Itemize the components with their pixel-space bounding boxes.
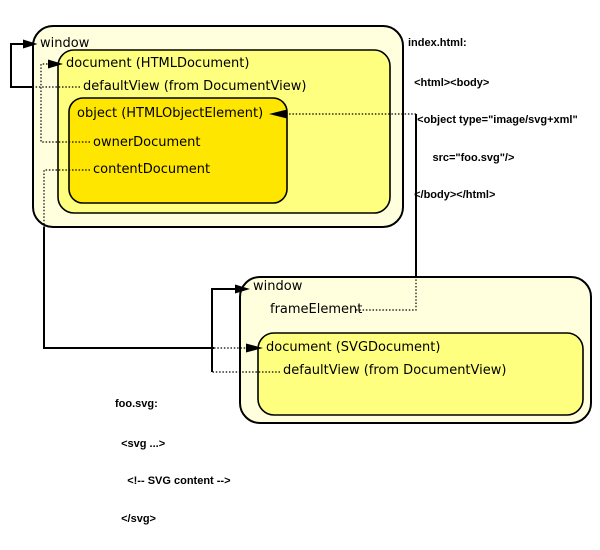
object-element-box <box>68 97 288 204</box>
foo-svg-code-line: <svg ...> <box>115 437 166 450</box>
frameelement-to-object-connector <box>269 109 417 311</box>
ownerdocument-label: ownerDocument <box>93 135 201 150</box>
html-document-label: document (HTMLDocument) <box>66 56 250 71</box>
svg-window-label: window <box>253 279 303 294</box>
foo-svg-code-line: </svg> <box>115 512 156 525</box>
contentdocument-to-svgdocument-connector <box>43 169 263 353</box>
svg-document-box <box>257 332 584 416</box>
arrowhead-document-svg-icon <box>246 343 263 353</box>
index-html-code-title: index.html: <box>408 37 467 49</box>
arrowhead-window-top-icon <box>23 39 38 49</box>
svg-document-label: document (SVGDocument) <box>266 340 441 355</box>
html-defaultview-label: defaultView (from DocumentView) <box>83 79 307 94</box>
defaultview-to-window-bottom-connector <box>211 284 280 373</box>
index-html-code-line: <object type="image/svg+xml" <box>408 114 578 126</box>
html-window-label: window <box>40 36 90 51</box>
contentdocument-label: contentDocument <box>93 162 211 177</box>
index-html-code-block: index.html: <html><body> <object type="i… <box>408 12 578 227</box>
foo-svg-code-title: foo.svg: <box>115 398 158 410</box>
dom-window-diagram: window document (HTMLDocument) defaultVi… <box>10 12 592 525</box>
diagram-canvas <box>10 25 592 424</box>
index-html-code-line: src="foo.svg"/> <box>408 151 515 164</box>
arrowhead-document-html-icon <box>48 59 63 69</box>
object-element-label: object (HTMLObjectElement) <box>77 106 264 121</box>
svg-defaultview-label: defaultView (from DocumentView) <box>283 363 507 378</box>
index-html-code-line: </body></html> <box>408 189 496 201</box>
defaultview-to-window-top-connector <box>10 39 80 88</box>
foo-svg-code-line: <!-- SVG content --> <box>115 475 231 487</box>
index-html-code-line: <html><body> <box>408 76 490 89</box>
frameelement-label: frameElement <box>270 302 363 317</box>
arrowhead-window-bottom-icon <box>235 284 250 294</box>
ownerdocument-to-document-connector <box>40 59 90 143</box>
arrowhead-object-icon <box>269 109 287 119</box>
foo-svg-code-block: foo.svg: <svg ...> <!-- SVG content --> … <box>115 373 231 550</box>
